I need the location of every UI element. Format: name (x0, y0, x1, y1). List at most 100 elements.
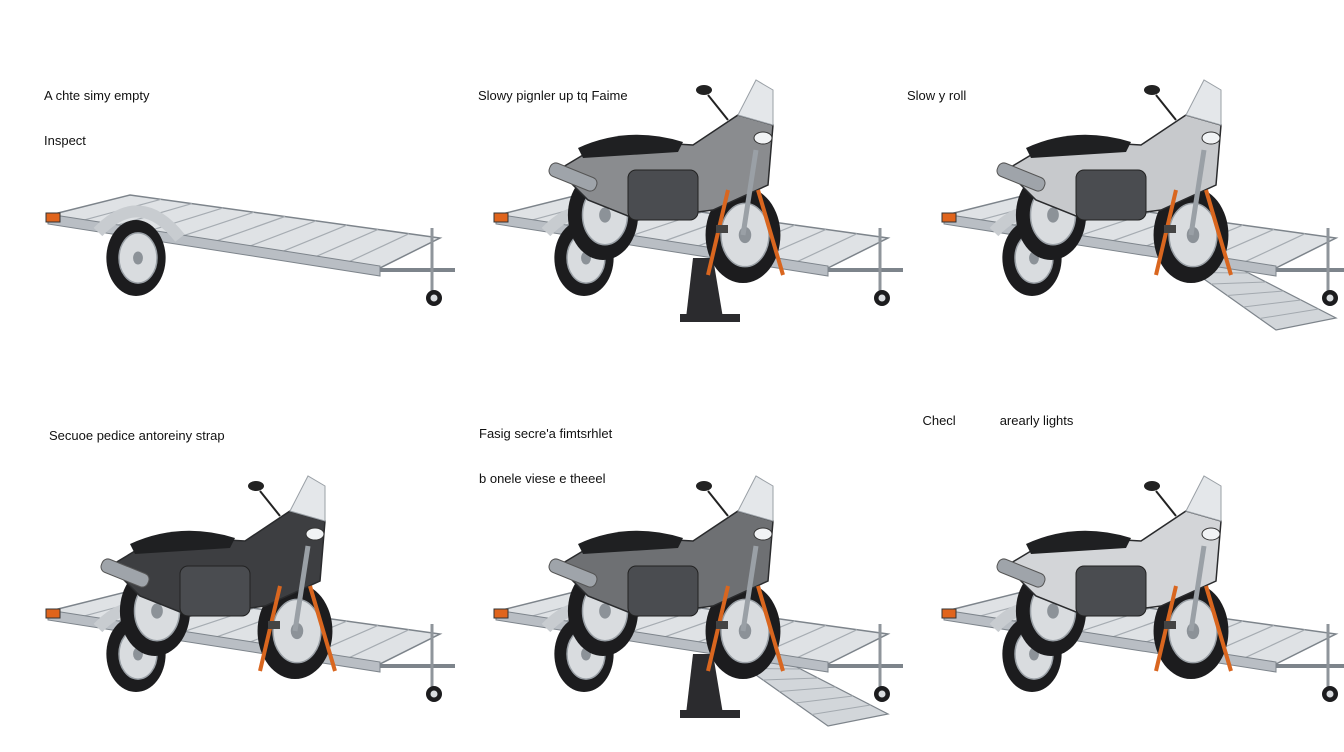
headlight (753, 131, 773, 145)
wheel-fender (93, 205, 185, 242)
trailer-slat (794, 629, 858, 660)
trailer-slat (346, 233, 410, 264)
trailer-slat (1242, 233, 1306, 264)
wheel-chock-illustration (493, 475, 903, 727)
tie-down-strap (1204, 189, 1233, 276)
wheel-chock-base (680, 314, 740, 322)
motorcycle-engine (179, 565, 251, 617)
tie-down-strap (1204, 585, 1233, 672)
motorcycle-engine (627, 169, 699, 221)
ratchet-buckle (716, 621, 728, 629)
rear-bike-wheel-hub (1047, 207, 1059, 223)
trailer-slat (181, 211, 255, 237)
trailer-slat (214, 215, 286, 243)
jockey-wheel-hub (1326, 690, 1334, 698)
rear-bike-wheel-hub (599, 207, 611, 223)
mirror (1144, 85, 1160, 95)
exhaust-pipe (996, 558, 1046, 588)
trailer-slat (346, 629, 410, 660)
tie-down-strap (756, 585, 785, 672)
headlight (1201, 131, 1221, 145)
ramp-rung (1259, 308, 1319, 319)
motorcycle-seat (578, 530, 683, 554)
step-caption-5: Fasig secre'a fimtsrhlet b onele viese e… (479, 396, 612, 516)
mirror-stem (707, 94, 729, 121)
step-panel-1: A chte simy empty Inspect (0, 0, 455, 376)
tail-light (941, 212, 957, 223)
step-caption-4: Secuoe pedice antoreiny strap (49, 398, 225, 473)
tail-light (941, 608, 957, 619)
exhaust-pipe (548, 162, 598, 192)
tail-light (493, 608, 509, 619)
caption-line: Inspect (44, 133, 86, 148)
mirror (1144, 481, 1160, 491)
step-caption-2: Slowy pignler up tq Faime (478, 58, 628, 133)
ratchet-buckle (716, 225, 728, 233)
ramp-rung (762, 677, 819, 681)
caption-line: Secuoe pedice antoreiny strap (49, 428, 225, 443)
trailer-wheel-hub (133, 251, 143, 265)
exhaust-pipe (100, 558, 150, 588)
step-panel-3: Slow y roll (896, 0, 1344, 376)
strapped-motorcycle-illustration (45, 475, 455, 702)
empty-trailer-illustration (45, 194, 455, 306)
ramp-rung (1227, 290, 1284, 296)
windscreen (1185, 79, 1222, 126)
ratchet-buckle (1164, 225, 1176, 233)
jockey-wheel-hub (878, 690, 886, 698)
motorcycle-on-trailer-illustration (493, 79, 903, 322)
headlight (1201, 527, 1221, 541)
caption-line: Fasig secre'a fimtsrhlet (479, 426, 613, 441)
front-fork (740, 545, 759, 632)
wheel-chock-base (680, 710, 740, 718)
ramp-rung (1243, 299, 1302, 308)
motorcycle-seat (1026, 134, 1131, 158)
mirror-stem (707, 490, 729, 517)
tail-light (493, 212, 509, 223)
windscreen (737, 475, 774, 522)
tie-down-strap (308, 585, 337, 672)
windscreen (1185, 475, 1222, 522)
motorcycle-engine (1075, 565, 1147, 617)
front-fork (292, 545, 311, 632)
step-caption-3: Slow y roll (907, 58, 966, 133)
rear-bike-wheel-hub (1047, 603, 1059, 619)
ratchet-buckle (268, 621, 280, 629)
motorcycle-on-ramp-illustration (941, 79, 1344, 331)
motorcycle-engine (1075, 169, 1147, 221)
step-panel-5: Fasig secre'a fimtsrhlet b onele viese e… (448, 376, 903, 752)
headlight (305, 527, 325, 541)
caption-line: A chte simy empty (44, 88, 150, 103)
windscreen (289, 475, 326, 522)
jockey-wheel-hub (1326, 294, 1334, 302)
front-fork (1188, 545, 1207, 632)
front-fork (740, 149, 759, 236)
caption-line: arearly lights (999, 413, 1074, 428)
mirror-stem (1155, 490, 1177, 517)
tail-light (45, 212, 61, 223)
wheel-chock-stand (686, 258, 723, 318)
motorcycle-seat (130, 530, 235, 554)
tie-down-strap (756, 189, 785, 276)
headlight (753, 527, 773, 541)
trailer-slat (280, 224, 348, 253)
trailer-slat (794, 233, 858, 264)
exhaust-pipe (548, 558, 598, 588)
rear-bike-wheel-hub (599, 603, 611, 619)
check-lights-illustration (941, 475, 1344, 702)
step-panel-4: Secuoe pedice antoreiny strap (0, 376, 455, 752)
windscreen (737, 79, 774, 126)
jockey-wheel-hub (878, 294, 886, 302)
caption-line: b onele viese e theeel (479, 471, 606, 486)
jockey-wheel-hub (430, 690, 438, 698)
mirror (248, 481, 264, 491)
exhaust-pipe (996, 162, 1046, 192)
ramp-rung (811, 704, 871, 715)
rear-bike-wheel-hub (151, 603, 163, 619)
ramp-rung (795, 695, 854, 704)
step-panel-2: Slowy pignler up tq Faime (448, 0, 903, 376)
mirror (696, 85, 712, 95)
trailer-slat (313, 228, 379, 258)
